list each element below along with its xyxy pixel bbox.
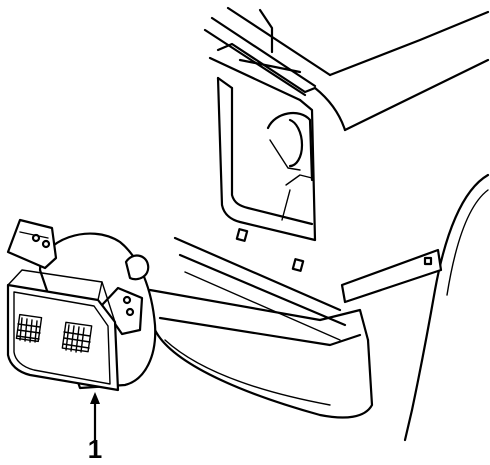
lens-pattern-right <box>61 321 93 353</box>
lamp-assembly <box>6 218 157 392</box>
callout-1: 1 <box>88 392 102 464</box>
callout-number: 1 <box>88 434 102 464</box>
lens-pattern-left <box>15 313 43 343</box>
vehicle-body <box>148 6 490 442</box>
callout-arrowhead <box>90 392 100 404</box>
